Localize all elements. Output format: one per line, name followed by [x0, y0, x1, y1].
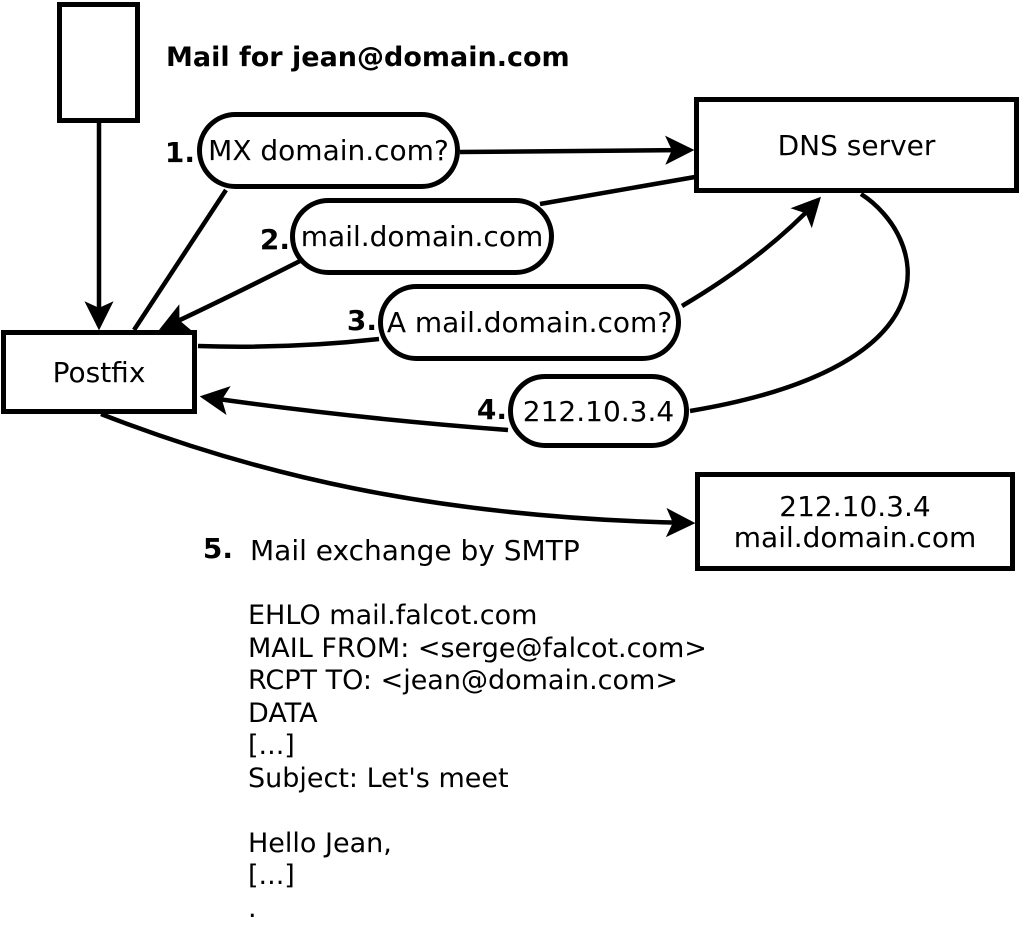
arrow-answer4-to-postfix	[199, 386, 509, 433]
step3-number: 3.	[346, 304, 377, 337]
step1-bubble: MX domain.com?	[197, 112, 460, 189]
postfix-label: Postfix	[52, 355, 146, 389]
step2-bubble: mail.domain.com	[290, 198, 554, 275]
arrow-postfix-to-mailhost	[100, 411, 696, 538]
dns-server-label: DNS server	[777, 128, 936, 162]
line-postfix-to-query3	[197, 336, 380, 349]
step3-label: A mail.domain.com?	[386, 306, 673, 339]
step4-bubble: 212.10.3.4	[508, 374, 689, 448]
arrow-query1-to-dns	[459, 135, 695, 165]
step5-number: 5.	[202, 532, 233, 565]
step4-label: 212.10.3.4	[522, 394, 675, 428]
step1-label: MX domain.com?	[208, 134, 449, 167]
smtp-transcript: EHLO mail.falcot.com MAIL FROM: <serge@f…	[248, 600, 707, 924]
mail-host-name: mail.domain.com	[733, 520, 977, 554]
mail-host-node: 212.10.3.4 mail.domain.com	[695, 472, 1015, 571]
step5-label: Mail exchange by SMTP	[250, 534, 580, 567]
arrow-answer2-to-postfix	[159, 258, 302, 331]
step2-label: mail.domain.com	[300, 220, 544, 253]
line-dns-to-answer4	[689, 192, 910, 414]
line-dns-to-answer2	[539, 174, 696, 207]
diagram-title: Mail for jean@domain.com	[166, 42, 570, 73]
dns-server-node: DNS server	[694, 97, 1019, 193]
step1-number: 1.	[164, 136, 195, 169]
step3-bubble: A mail.domain.com?	[378, 284, 681, 361]
arrow-query3-to-dns	[680, 196, 821, 308]
postfix-node: Postfix	[1, 330, 197, 414]
step4-number: 4.	[476, 393, 507, 426]
line-postfix-to-query1	[132, 188, 228, 332]
mail-host-ip: 212.10.3.4	[779, 489, 931, 523]
step2-number: 2.	[259, 223, 290, 256]
mail-message-box	[57, 2, 140, 123]
